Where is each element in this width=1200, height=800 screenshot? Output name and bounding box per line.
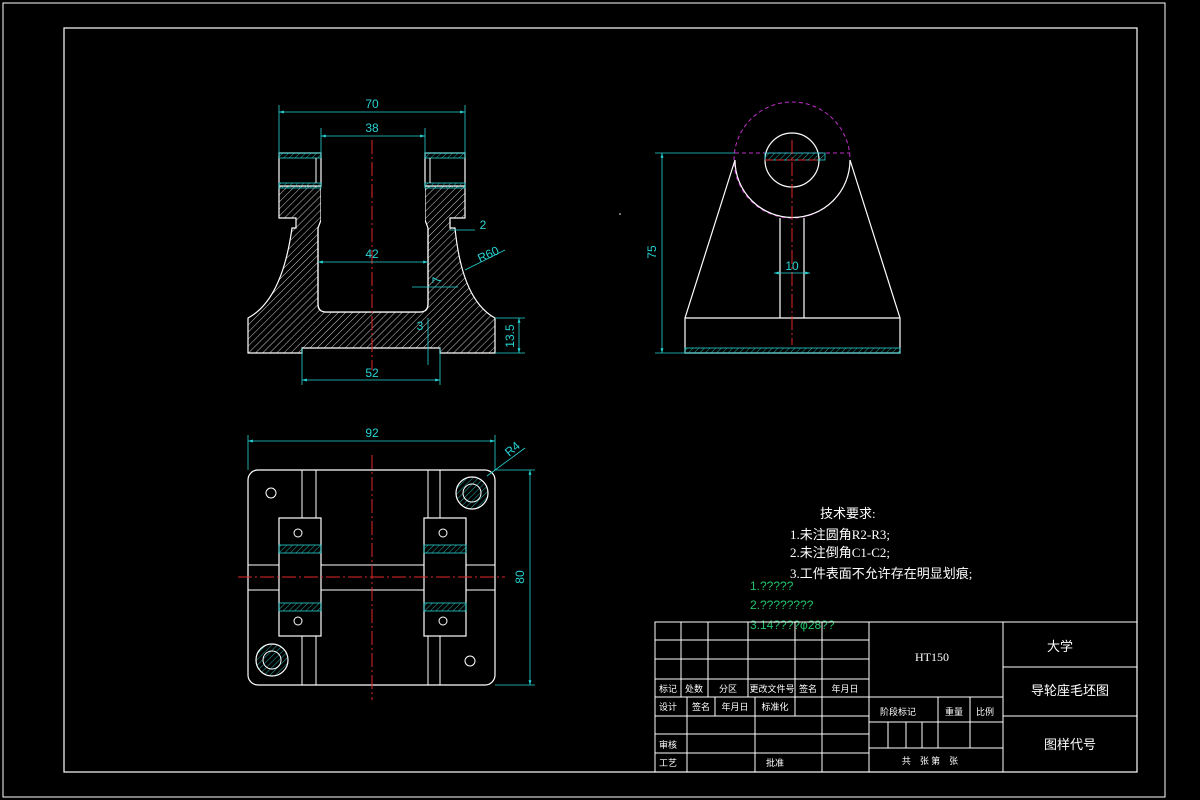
drawing-name: 导轮座毛坯图	[1031, 683, 1109, 698]
tech-requirement-2: 2.未注倒角C1-C2;	[790, 545, 890, 560]
stage-header: 阶段标记	[880, 706, 916, 717]
front-view-lug-left	[278, 152, 322, 187]
process-label: 工艺	[659, 758, 677, 768]
dim-13-5: 13.5	[503, 324, 517, 348]
dim-r4: R4	[502, 438, 523, 459]
material-label: HT150	[915, 650, 949, 664]
top-view-hole-bottom-left	[255, 643, 289, 677]
sheet-count: 共 张 第 张	[902, 755, 958, 766]
garbled-note-1: 1.?????	[750, 579, 794, 593]
tech-requirements: 技术要求: 1.未注圆角R2-R3; 2.未注倒角C1-C2; 3.工件表面不允…	[750, 506, 972, 632]
dim-80: 80	[513, 570, 527, 584]
front-view-bore	[321, 143, 425, 312]
dim-75: 75	[645, 245, 659, 259]
rev-header-date: 年月日	[831, 683, 858, 694]
front-view-dimensions: 70 38 42 52 2 7 3 13.5 R60	[278, 97, 525, 382]
dim-3: 3	[417, 319, 424, 333]
design-sign: 签名	[692, 701, 710, 712]
dim-r60: R60	[475, 243, 501, 265]
school-label: 大学	[1047, 639, 1073, 654]
approve-label: 批准	[766, 757, 784, 768]
garbled-note-2: 2.????????	[750, 598, 814, 612]
top-view	[238, 455, 505, 700]
inner-border	[63, 27, 1138, 773]
dim-70: 70	[365, 97, 379, 111]
dim-52: 52	[365, 366, 379, 380]
dim-10: 10	[785, 259, 799, 273]
rev-header-mark: 标记	[659, 683, 677, 694]
tech-requirement-1: 1.未注圆角R2-R3;	[790, 527, 890, 542]
tech-requirements-title: 技术要求:	[820, 506, 876, 521]
side-view-dimensions: 75 10	[645, 152, 810, 354]
dim-2: 2	[480, 218, 487, 232]
design-date: 年月日	[721, 701, 748, 712]
top-view-hole-top-right	[455, 476, 489, 510]
dim-7: 7	[430, 276, 444, 283]
front-view	[247, 140, 496, 385]
side-view	[684, 101, 901, 354]
title-block-text: HT150 大学 导轮座毛坯图 图样代号 标记 处数 分区 更改文件号 签名 年…	[659, 639, 1109, 768]
scale-header: 比例	[976, 706, 994, 717]
rev-header-sign: 签名	[799, 683, 817, 694]
standardization-label: 标准化	[761, 701, 788, 712]
dim-42: 42	[365, 247, 379, 261]
dim-92: 92	[365, 426, 379, 440]
rev-header-count: 处数	[685, 683, 703, 694]
tech-requirement-3: 3.工件表面不允许存在明显划痕;	[790, 566, 972, 581]
outer-border	[2, 2, 1166, 798]
rev-header-doc: 更改文件号	[749, 683, 794, 694]
design-label: 设计	[659, 701, 677, 712]
drawing-number: 图样代号	[1044, 737, 1096, 752]
title-block	[654, 621, 1138, 773]
rev-header-zone: 分区	[719, 684, 737, 694]
dim-38: 38	[365, 121, 379, 135]
review-label: 审核	[659, 739, 677, 750]
weight-header: 重量	[945, 706, 963, 717]
front-view-lug-right	[424, 152, 466, 187]
